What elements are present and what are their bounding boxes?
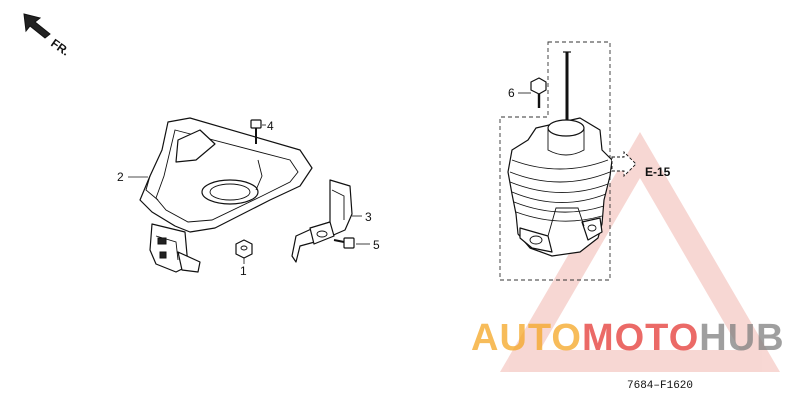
cover-plate-part <box>139 117 313 273</box>
bolt-6-part <box>530 77 547 108</box>
callout-5: 5 <box>373 238 380 252</box>
watermark-part-auto: AUTO <box>471 317 582 359</box>
reference-label: E-15 <box>645 165 671 179</box>
stud-rod-part <box>563 51 571 120</box>
callout-1: 1 <box>240 264 247 278</box>
callout-2: 2 <box>117 170 124 184</box>
bolt-5-part <box>333 237 355 249</box>
watermark-text: AUTOMOTOHUB <box>471 317 785 359</box>
reference-arrow-icon <box>611 150 637 178</box>
watermark-triangle <box>500 132 780 372</box>
callout-4: 4 <box>267 119 274 133</box>
watermark-part-moto: MOTO <box>582 317 699 359</box>
orientation-label: FR. <box>48 36 72 59</box>
nut-1-part <box>235 239 253 259</box>
callout-3: 3 <box>365 210 372 224</box>
front-direction-arrow-icon <box>23 13 51 39</box>
leader-lines-left <box>128 124 370 264</box>
callout-6: 6 <box>508 86 515 100</box>
drawing-code: 7684–F1620 <box>627 380 693 392</box>
housing-assembly-part <box>507 117 613 257</box>
bolt-4-part <box>250 119 262 144</box>
watermark-part-hub: HUB <box>699 317 784 359</box>
side-bracket-part <box>291 179 353 263</box>
